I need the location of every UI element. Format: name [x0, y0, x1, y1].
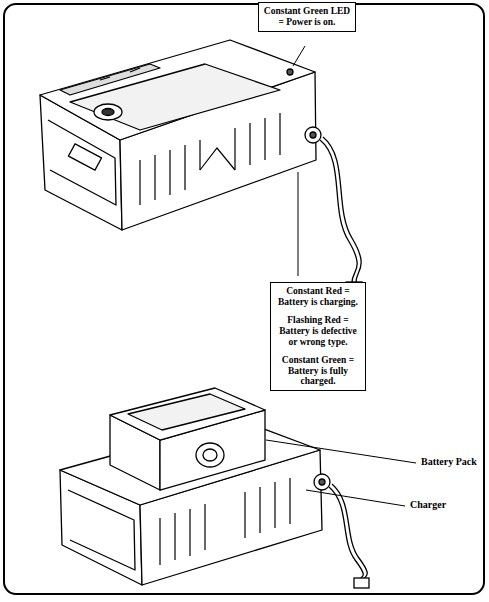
part-label: Charger	[409, 499, 447, 510]
callout-box: Constant Green LED = Power is on.	[258, 2, 356, 32]
cord-bottom	[314, 474, 369, 588]
cord-top	[305, 127, 362, 302]
callout-text: Constant Red = Battery is charging.	[275, 286, 361, 308]
callout-text: Flashing Red = Battery is defective or w…	[275, 315, 361, 348]
vents-top	[140, 113, 280, 205]
battery-pack	[110, 388, 265, 490]
part-label: Battery Pack	[420, 456, 478, 467]
leader-lines	[266, 46, 416, 506]
callout-box: Constant Red = Battery is charging. Flash…	[270, 282, 366, 391]
vents-bottom	[160, 478, 290, 565]
callout-text: Constant Green LED = Power is on.	[263, 6, 351, 28]
callout-text: Constant Green = Battery is fully charge…	[275, 355, 361, 388]
frame	[4, 4, 484, 594]
charger-top	[40, 40, 316, 230]
